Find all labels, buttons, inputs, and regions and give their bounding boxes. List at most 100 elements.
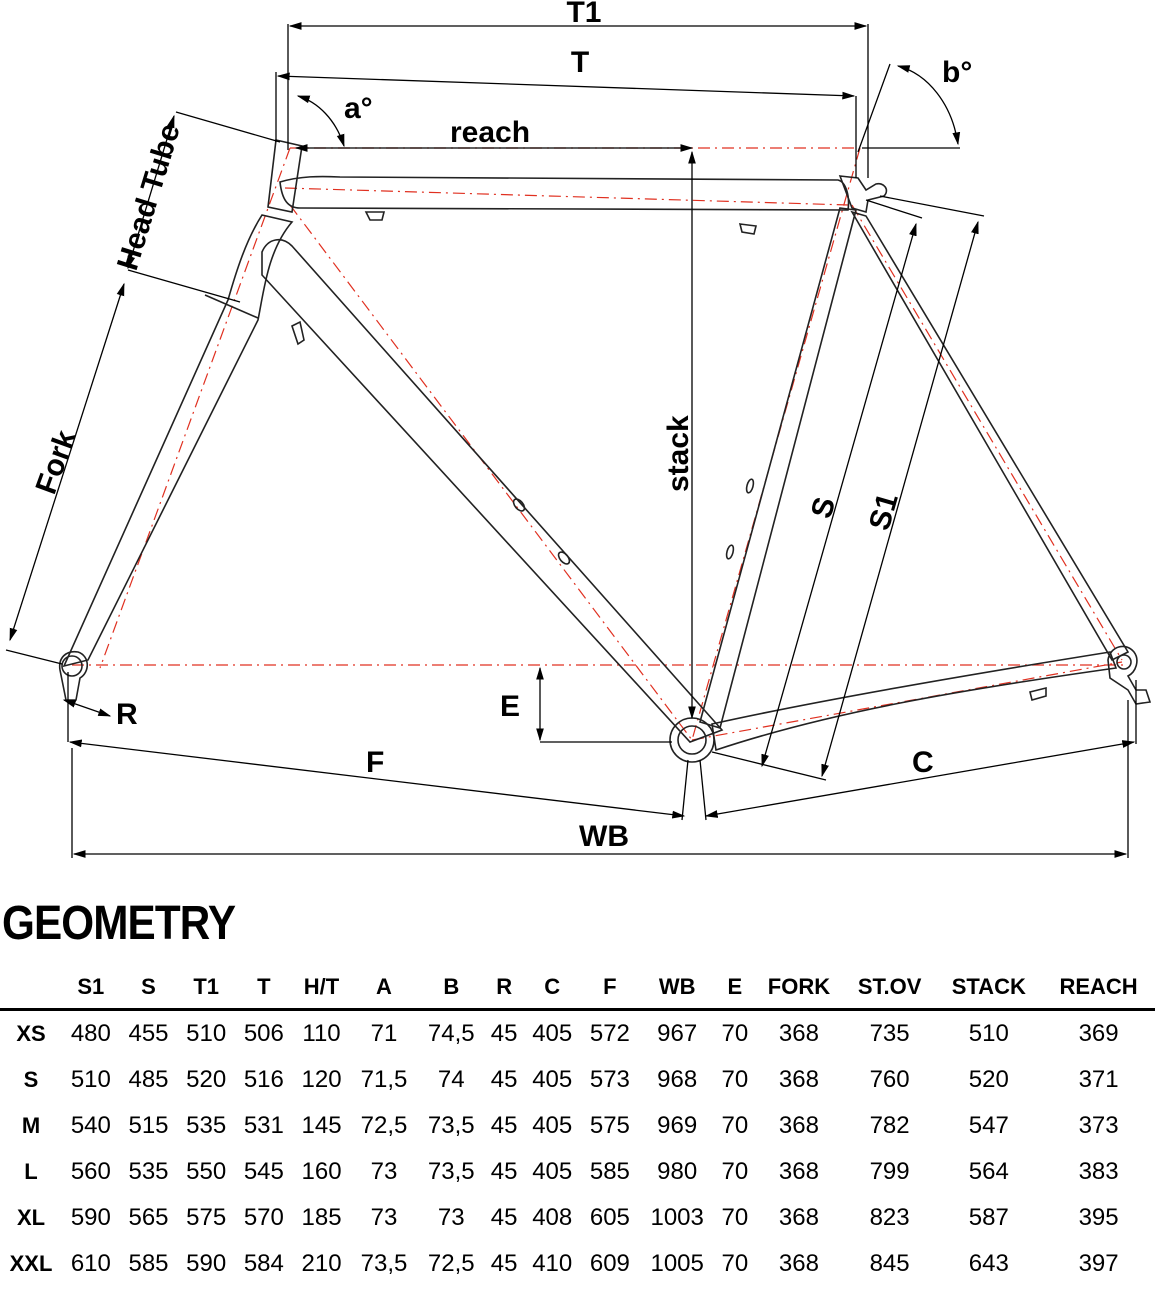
column-header: E (715, 966, 755, 1011)
table-cell: 610 (70, 1250, 111, 1277)
table-cell: 575 (186, 1204, 227, 1231)
table-cell: 564 (968, 1158, 1009, 1185)
column-header: T (235, 966, 293, 1011)
table-cell: 510 (186, 1020, 227, 1047)
table-cell: 397 (1078, 1250, 1119, 1277)
column-header: S1 (62, 966, 120, 1011)
table-cell: 967 (657, 1020, 698, 1047)
table-cell: 74 (437, 1066, 465, 1093)
column-header: WB (638, 966, 716, 1011)
geometry-table: S1 S T1 T H/T A B R C F WB E FORK ST.OV … (0, 966, 1155, 1287)
dimension-lines (5, 22, 1137, 858)
size-cell: L (24, 1159, 38, 1184)
label-wb: WB (579, 820, 629, 853)
table-cell: 368 (778, 1020, 819, 1047)
label-f: F (366, 746, 384, 779)
table-cell: 585 (128, 1250, 169, 1277)
geometry-title: GEOMETRY (2, 897, 236, 950)
column-header: T1 (177, 966, 236, 1011)
table-cell: 823 (869, 1204, 910, 1231)
table-cell: 643 (968, 1250, 1009, 1277)
label-t: T (571, 46, 589, 79)
table-cell: 373 (1078, 1112, 1119, 1139)
table-cell: 368 (778, 1112, 819, 1139)
column-header: F (581, 966, 639, 1011)
label-r: R (116, 698, 138, 731)
chain-stay (711, 651, 1118, 752)
label-reach: reach (450, 116, 530, 149)
label-c: C (912, 746, 934, 779)
bicycle-frame (58, 139, 1152, 763)
label-b-angle: b° (942, 56, 972, 89)
table-cell: 510 (968, 1020, 1009, 1047)
column-header: H/T (292, 966, 351, 1011)
table-cell: 531 (243, 1112, 284, 1139)
table-cell: 560 (70, 1158, 111, 1185)
size-cell: XL (16, 1205, 46, 1230)
table-cell: 565 (128, 1204, 169, 1231)
table-cell: 160 (301, 1158, 342, 1185)
column-header: B (417, 966, 485, 1011)
table-cell: 45 (490, 1250, 518, 1277)
table-cell: 760 (869, 1066, 910, 1093)
size-cell: M (21, 1113, 41, 1138)
size-cell: XS (16, 1021, 46, 1046)
down-tube (261, 239, 724, 743)
table-cell: 210 (301, 1250, 342, 1277)
table-cell: 845 (869, 1250, 910, 1277)
label-s1: S1 (863, 490, 905, 534)
seat-tube (699, 207, 858, 730)
table-cell: 70 (721, 1158, 749, 1185)
table-cell: 1003 (650, 1204, 704, 1231)
column-header: S (119, 966, 178, 1011)
table-cell: 369 (1078, 1020, 1119, 1047)
rear-dropout (1107, 645, 1152, 705)
table-cell: 410 (532, 1250, 573, 1277)
seat-stay (850, 210, 1130, 662)
column-header: ST.OV (843, 966, 936, 1011)
table-cell: 395 (1078, 1204, 1119, 1231)
table-cell: 515 (128, 1112, 169, 1139)
table-cell: 73,5 (360, 1250, 408, 1277)
table-cell: 368 (778, 1158, 819, 1185)
table-cell: 510 (70, 1066, 111, 1093)
table-cell: 70 (721, 1020, 749, 1047)
table-cell: 71 (370, 1020, 398, 1047)
table-cell: 782 (869, 1112, 910, 1139)
label-stack: stack (662, 415, 695, 492)
table-cell: 1005 (650, 1250, 704, 1277)
size-cell: XXL (9, 1251, 53, 1276)
table-cell: 520 (968, 1066, 1009, 1093)
table-cell: 545 (243, 1158, 284, 1185)
table-cell: 73 (437, 1204, 465, 1231)
label-t1: T1 (566, 0, 601, 29)
table-cell: 185 (301, 1204, 342, 1231)
table-cell: 71,5 (360, 1066, 408, 1093)
table-cell: 575 (589, 1112, 630, 1139)
table-cell: 371 (1078, 1066, 1119, 1093)
table-cell: 540 (70, 1112, 111, 1139)
table-cell: 520 (186, 1066, 227, 1093)
column-header: REACH (1042, 966, 1155, 1011)
table-cell: 969 (657, 1112, 698, 1139)
table-cell: 70 (721, 1112, 749, 1139)
table-cell: 585 (589, 1158, 630, 1185)
table-cell: 72,5 (427, 1250, 475, 1277)
table-cell: 609 (589, 1250, 630, 1277)
table-cell: 70 (721, 1250, 749, 1277)
label-s: S (805, 494, 842, 522)
top-tube (279, 175, 850, 211)
table-cell: 405 (532, 1066, 573, 1093)
table-cell: 73,5 (427, 1158, 475, 1185)
table-cell: 535 (128, 1158, 169, 1185)
table-cell: 120 (301, 1066, 342, 1093)
table-cell: 735 (869, 1020, 910, 1047)
table-header-row: S1 S T1 T H/T A B R C F WB E FORK ST.OV … (0, 966, 1155, 1011)
column-header: A (350, 966, 418, 1011)
table-cell: 73 (370, 1204, 398, 1231)
table-cell: 573 (589, 1066, 630, 1093)
